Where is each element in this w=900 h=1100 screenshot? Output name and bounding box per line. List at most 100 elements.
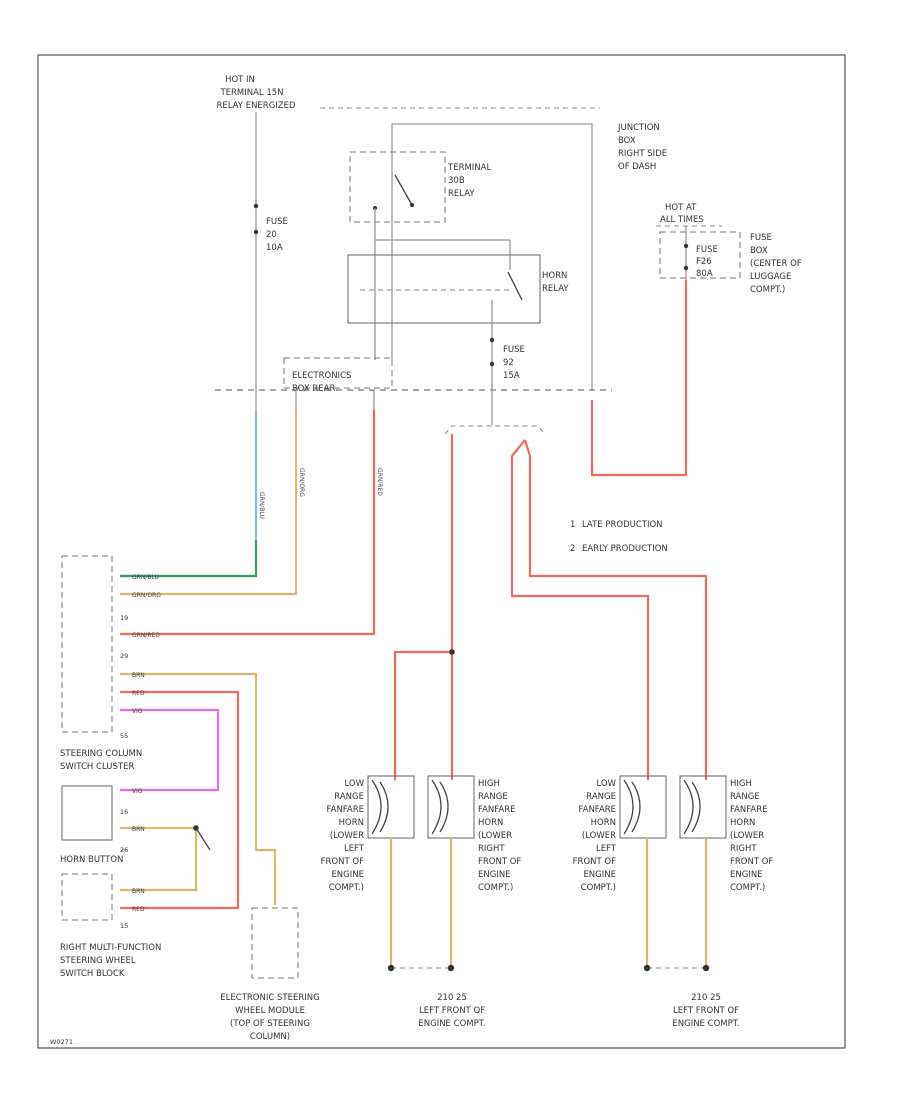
horn-wire-low-left	[393, 650, 452, 780]
horn-wire-early-high	[523, 439, 708, 780]
svg-text:RIGHT SIDE: RIGHT SIDE	[618, 149, 667, 159]
svg-text:FANFARE: FANFARE	[327, 805, 364, 815]
wire-code-vio: VIO	[132, 788, 143, 795]
horn-button-pins: 16 26 15	[120, 808, 128, 930]
svg-text:FUSE: FUSE	[750, 233, 772, 243]
svg-text:COMPT.): COMPT.)	[581, 883, 616, 893]
svg-text:LEFT FRONT OF: LEFT FRONT OF	[419, 1006, 485, 1016]
svg-text:RANGE: RANGE	[586, 792, 616, 802]
fuse-box-outline	[659, 231, 741, 279]
fuse-92-label: FUSE 92 15A	[503, 345, 525, 381]
svg-text:HOT AT: HOT AT	[665, 203, 697, 213]
svg-text:COLUMN): COLUMN)	[250, 1032, 290, 1042]
svg-text:ALL TIMES: ALL TIMES	[660, 215, 704, 225]
svg-text:ENGINE: ENGINE	[478, 870, 511, 880]
svg-text:COMPT.): COMPT.)	[329, 883, 364, 893]
horn-relay-label: HORN RELAY	[542, 271, 569, 294]
steering-column-switch-cluster	[61, 555, 113, 733]
ground-right-label: 210 25 LEFT FRONT OF ENGINE COMPT.	[672, 993, 739, 1029]
svg-text:30B: 30B	[448, 176, 465, 186]
svg-text:COMPT.): COMPT.)	[730, 883, 765, 893]
junction-box-label: JUNCTION BOX RIGHT SIDE OF DASH	[617, 123, 667, 172]
wire-code-grn-blu: GRN/BLU	[258, 492, 265, 519]
horn-high-right	[679, 775, 727, 839]
wire-code-grn-blu-h: GRN/BLU	[132, 574, 159, 581]
wire-code-brn: BRN	[132, 826, 145, 833]
terminal-30b-relay-switch	[394, 174, 413, 206]
horn-high-left	[427, 775, 475, 839]
svg-text:55: 55	[120, 732, 128, 740]
horn-relay-switch	[507, 271, 523, 301]
svg-text:STEERING WHEEL: STEERING WHEEL	[60, 956, 136, 966]
svg-text:(LOWER: (LOWER	[330, 831, 364, 841]
svg-text:80A: 80A	[696, 269, 713, 279]
terminal-30b-relay-label: TERMINAL 30B RELAY	[447, 163, 491, 199]
svg-text:COMPT.): COMPT.)	[750, 285, 785, 295]
svg-text:29: 29	[120, 652, 128, 660]
steering-wheel-module	[251, 907, 299, 979]
svg-text:RANGE: RANGE	[334, 792, 364, 802]
svg-text:15A: 15A	[503, 371, 520, 381]
right-mf-switch-label: RIGHT MULTI-FUNCTION STEERING WHEEL SWIT…	[60, 943, 161, 979]
horn-body	[619, 775, 667, 839]
svg-text:HIGH: HIGH	[730, 779, 752, 789]
horn-relay-box	[347, 254, 541, 324]
hot-in-label: HOT IN TERMINAL 15N RELAY ENERGIZED	[216, 75, 296, 111]
svg-text:LEFT: LEFT	[344, 844, 365, 854]
svg-text:FANFARE: FANFARE	[478, 805, 515, 815]
svg-text:LUGGAGE: LUGGAGE	[750, 272, 791, 282]
wire-code-red: RED	[132, 690, 145, 697]
fuse-20-label: FUSE 20 10A	[266, 217, 288, 253]
relay-contact	[410, 203, 414, 207]
svg-text:BOX REAR: BOX REAR	[292, 384, 335, 394]
svg-text:210 25: 210 25	[691, 993, 721, 1003]
svg-text:FUSE: FUSE	[503, 345, 525, 355]
svg-text:WHEEL MODULE: WHEEL MODULE	[235, 1006, 305, 1016]
svg-text:TERMINAL: TERMINAL	[447, 163, 491, 173]
horn-bell	[683, 779, 701, 835]
svg-text:ENGINE: ENGINE	[331, 870, 364, 880]
wire-code-red: RED	[132, 906, 145, 913]
wire-grn-blu	[120, 410, 258, 578]
fuse-20-top-terminal	[253, 203, 259, 209]
svg-text:BOX: BOX	[750, 246, 768, 256]
ground-point	[643, 964, 651, 972]
diagram-id: W0271	[50, 1038, 73, 1046]
svg-text:HORN: HORN	[542, 271, 567, 281]
fuse-92-bottom-terminal	[489, 361, 495, 367]
svg-text:(LOWER: (LOWER	[478, 831, 512, 841]
svg-text:HIGH: HIGH	[478, 779, 500, 789]
horn-low-right-label: LOW RANGE FANFARE HORN (LOWER LEFT FRONT…	[573, 779, 617, 893]
wire-code-grn-org-h: GRN/ORG	[132, 592, 161, 599]
wire-grn-blu	[120, 540, 258, 578]
fuse-20-bottom-terminal	[253, 229, 259, 235]
svg-text:F26: F26	[696, 257, 712, 267]
svg-text:LEFT: LEFT	[596, 844, 617, 854]
horn-low-left-label: LOW RANGE FANFARE HORN (LOWER LEFT FRONT…	[321, 779, 365, 893]
svg-text:2: 2	[570, 544, 575, 554]
wire-grn-red	[120, 410, 376, 636]
ground-point	[387, 964, 395, 972]
horn-high-left-label: HIGH RANGE FANFARE HORN (LOWER RIGHT FRO…	[478, 779, 521, 893]
svg-text:HORN: HORN	[339, 818, 364, 828]
splice-link	[195, 827, 211, 851]
fuse-f26-terminal	[683, 265, 689, 271]
svg-text:OF DASH: OF DASH	[618, 162, 656, 172]
svg-text:ELECTRONIC STEERING: ELECTRONIC STEERING	[220, 993, 319, 1003]
electronics-box-rear-label: ELECTRONICS BOX REAR	[292, 371, 351, 394]
wire-brn-cluster	[120, 672, 277, 905]
steering-column-label: STEERING COLUMN SWITCH CLUSTER	[60, 749, 142, 772]
wire-brn-horn	[120, 826, 198, 892]
svg-text:LOW: LOW	[344, 779, 364, 789]
ground-point	[447, 964, 455, 972]
svg-text:LATE PRODUCTION: LATE PRODUCTION	[582, 520, 663, 530]
svg-text:FRONT OF: FRONT OF	[478, 857, 521, 867]
svg-text:10A: 10A	[266, 243, 283, 253]
svg-text:RELAY: RELAY	[542, 284, 569, 294]
svg-text:RELAY ENERGIZED: RELAY ENERGIZED	[216, 101, 296, 111]
svg-text:ENGINE: ENGINE	[583, 870, 616, 880]
fuse-92-top-terminal	[489, 337, 495, 343]
svg-text:(LOWER: (LOWER	[730, 831, 764, 841]
svg-text:1: 1	[570, 520, 575, 530]
svg-text:15: 15	[120, 922, 128, 930]
